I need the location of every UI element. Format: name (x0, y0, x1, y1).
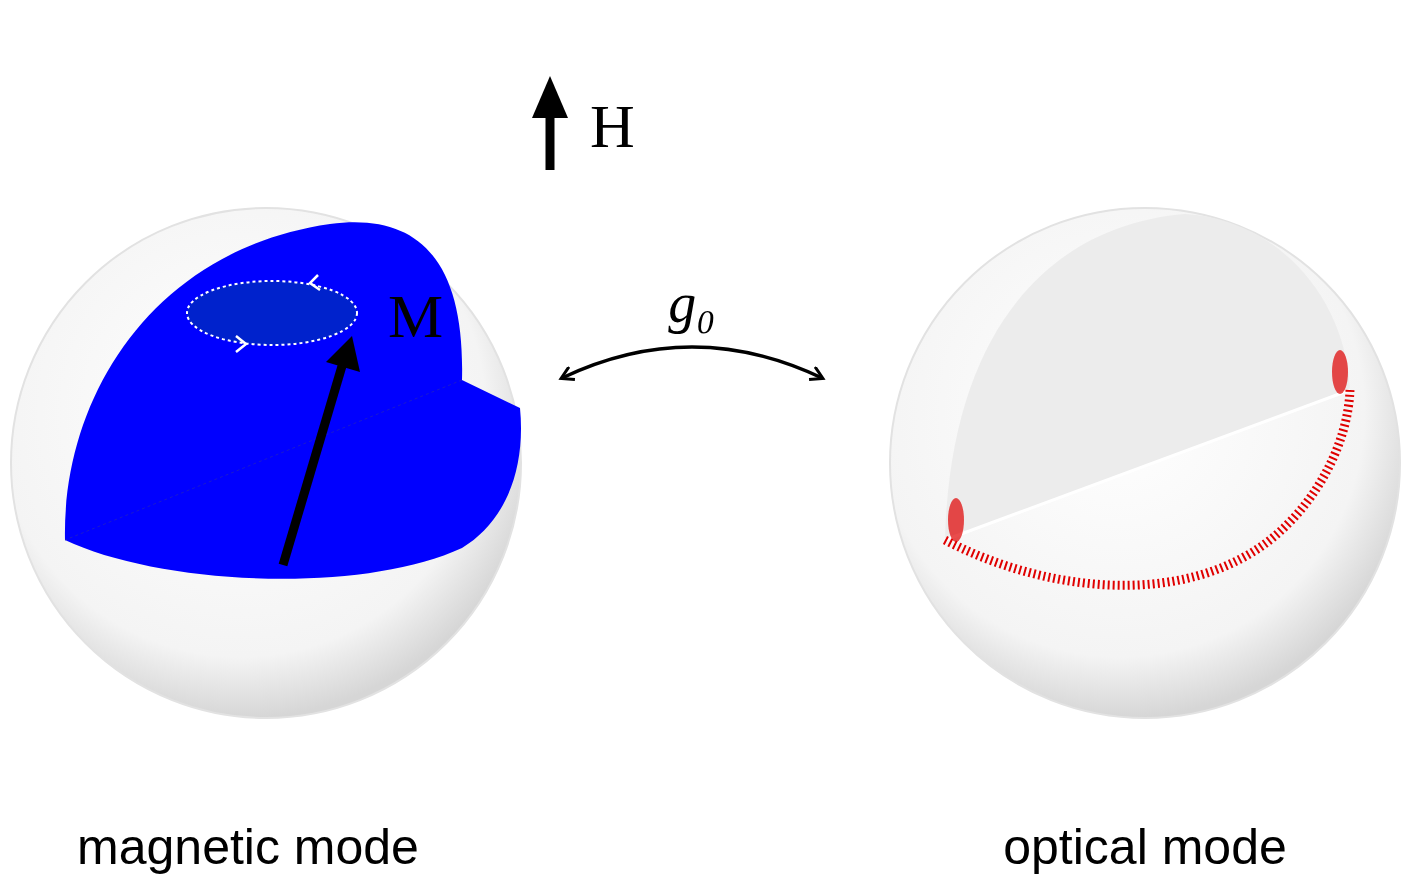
mode-caption: magnetic mode (77, 820, 419, 875)
symbol-label: H (590, 92, 635, 160)
coupling-arrow (562, 347, 822, 378)
mode-caption: optical mode (1003, 820, 1287, 875)
magnetic-sphere (11, 208, 521, 718)
symbol-label: M (388, 282, 443, 350)
optical-sphere (890, 208, 1400, 718)
coupling-label: g₀ (668, 273, 715, 335)
sphere-node: optical mode (822, 200, 1410, 881)
sphere-node: magnetic mode (0, 200, 562, 881)
field-arrow (532, 76, 568, 170)
